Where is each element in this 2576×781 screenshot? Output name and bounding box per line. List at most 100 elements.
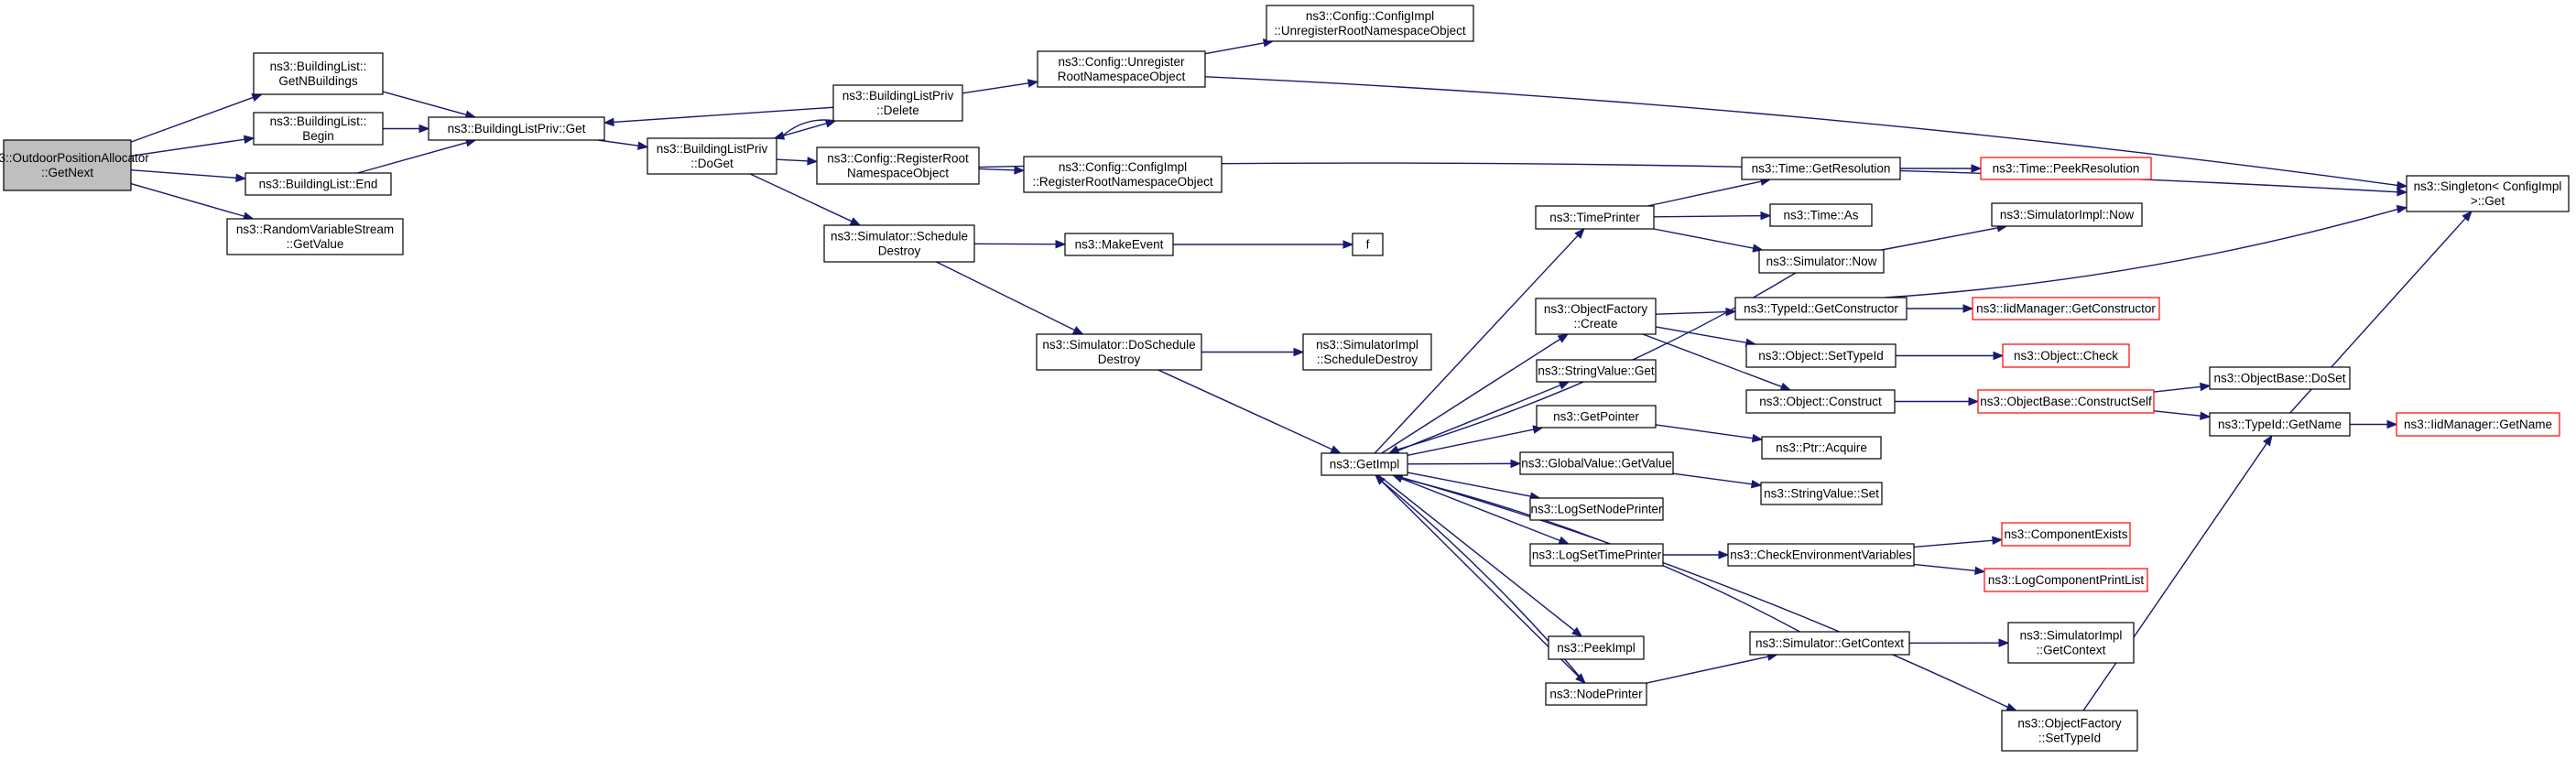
arrowhead xyxy=(807,157,819,166)
node-box xyxy=(1761,436,1882,460)
node-sim-schedule-destroy[interactable]: ns3::Simulator::ScheduleDestroy xyxy=(823,224,975,263)
arrowhead xyxy=(1557,333,1570,343)
node-ptr-acquire[interactable]: ns3::Ptr::Acquire xyxy=(1761,436,1882,460)
node-box xyxy=(1980,157,2152,180)
node-label: ns3::BuildingListPriv xyxy=(657,142,768,156)
node-blp-doget[interactable]: ns3::BuildingListPriv::DoGet xyxy=(647,137,777,175)
node-box xyxy=(1036,333,1202,371)
node-box xyxy=(1536,359,1657,383)
node-label: ns3::Simulator::Now xyxy=(1766,255,1877,268)
edge-objbase_constructself-to-objbase_doset xyxy=(2153,385,2202,393)
node-label: Begin xyxy=(302,129,334,143)
node-objfactory-settypeid[interactable]: ns3::ObjectFactory::SetTypeId xyxy=(2001,710,2138,752)
arrowhead xyxy=(1293,347,1305,357)
node-box xyxy=(1991,202,2143,227)
node-box xyxy=(1529,543,1664,567)
node-simimpl-getcontext[interactable]: ns3::SimulatorImpl::GetContext xyxy=(2007,622,2135,664)
node-simimpl-now[interactable]: ns3::SimulatorImpl::Now xyxy=(1991,202,2143,227)
node-box xyxy=(253,112,384,146)
node-blp-delete[interactable]: ns3::BuildingListPriv::Delete xyxy=(832,84,963,122)
node-label: ::RegisterRootNamespaceObject xyxy=(1032,175,1213,189)
node-label: ::UnregisterRootNamespaceObject xyxy=(1274,24,1466,38)
node-sim-now[interactable]: ns3::Simulator::Now xyxy=(1758,249,1885,274)
edge-getnbuildings-to-blp_get xyxy=(382,91,468,116)
node-checkenvvars[interactable]: ns3::CheckEnvironmentVariables xyxy=(1727,543,1915,567)
arrowhead xyxy=(1571,626,1583,637)
node-cfg-reg[interactable]: ns3::Config::RegisterRootNamespaceObject xyxy=(816,146,980,185)
node-logsetnodeprinter[interactable]: ns3::LogSetNodePrinter xyxy=(1529,497,1664,521)
edge-objfactory_create-to-object_settypeid xyxy=(1655,326,1748,344)
node-label: ns3::Object::Check xyxy=(2014,349,2118,363)
node-object-check[interactable]: ns3::Object::Check xyxy=(2002,343,2130,368)
node-blp-get[interactable]: ns3::BuildingListPriv::Get xyxy=(428,116,605,141)
node-begin[interactable]: ns3::BuildingList::Begin xyxy=(253,112,384,146)
node-sim-getcontext[interactable]: ns3::Simulator::GetContext xyxy=(1749,631,1910,656)
node-getpointer[interactable]: ns3::GetPointer xyxy=(1536,405,1657,428)
node-objfactory-create[interactable]: ns3::ObjectFactory::Create xyxy=(1535,298,1657,335)
node-globalvalue-getvalue[interactable]: ns3::GlobalValue::GetValue xyxy=(1519,451,1674,475)
arrowhead xyxy=(773,131,786,140)
node-box xyxy=(1545,682,1647,706)
node-cfg-unreg[interactable]: ns3::Config::UnregisterRootNamespaceObje… xyxy=(1037,50,1206,88)
arrowhead xyxy=(1998,638,2010,647)
edge-getimpl-to-logsettimeprinter xyxy=(1392,474,1561,542)
arrowhead xyxy=(849,217,862,226)
edge-sim_doschedule_destroy-to-getimpl xyxy=(1158,369,1333,450)
node-label: ns3::BuildingList:: xyxy=(270,60,367,73)
node-label: ns3::NodePrinter xyxy=(1549,688,1643,701)
node-box xyxy=(2209,412,2351,437)
node-logcomponentprintlist[interactable]: ns3::LogComponentPrintList xyxy=(1984,568,2148,592)
arrowhead xyxy=(603,117,614,127)
node-box xyxy=(1302,333,1432,371)
node-label: ns3::GetImpl xyxy=(1330,458,1400,472)
node-stringvalue-get[interactable]: ns3::StringValue::Get xyxy=(1536,359,1657,383)
node-simimpl-schedule-destroy[interactable]: ns3::SimulatorImpl::ScheduleDestroy xyxy=(1302,333,1432,371)
arrowhead xyxy=(636,141,649,150)
node-box xyxy=(2001,522,2131,547)
node-time-as[interactable]: ns3::Time::As xyxy=(1769,203,1873,227)
node-label: ::Delete xyxy=(876,103,919,117)
node-label: ns3::CheckEnvironmentVariables xyxy=(1730,548,1912,562)
node-typeid-getconstructor[interactable]: ns3::TypeId::GetConstructor xyxy=(1734,297,1908,320)
node-getimpl[interactable]: ns3::GetImpl xyxy=(1321,452,1408,476)
node-stringvalue-set[interactable]: ns3::StringValue::Set xyxy=(1760,482,1883,505)
node-object-settypeid[interactable]: ns3::Object::SetTypeId xyxy=(1745,343,1897,368)
node-nodeprinter[interactable]: ns3::NodePrinter xyxy=(1545,682,1647,706)
node-time-peekresolution[interactable]: ns3::Time::PeekResolution xyxy=(1980,157,2152,180)
edge-getnext-to-end xyxy=(130,169,238,179)
edge-blp_delete-to-cfg_unreg xyxy=(962,82,1030,94)
node-componentexists[interactable]: ns3::ComponentExists xyxy=(2001,522,2131,547)
node-box xyxy=(1769,203,1873,227)
node-end[interactable]: ns3::BuildingList::End xyxy=(245,172,392,196)
node-getnext[interactable]: ns3::OutdoorPositionAllocator::GetNext xyxy=(0,139,149,191)
node-singleton-get[interactable]: ns3::Singleton< ConfigImpl >::Get xyxy=(2406,175,2570,212)
node-label: ns3::TypeId::GetConstructor xyxy=(1744,302,1898,316)
node-makeevent[interactable]: ns3::MakeEvent xyxy=(1064,233,1174,256)
edge-typeid_getconstructor-to-singleton_get xyxy=(1885,208,2399,298)
node-iidmanager-getname[interactable]: ns3::IidManager::GetName xyxy=(2396,412,2560,437)
arrowhead xyxy=(1574,228,1585,239)
node-time-getresolution[interactable]: ns3::Time::GetResolution xyxy=(1741,157,1901,180)
node-cfgimpl-unreg[interactable]: ns3::Config::ConfigImpl::UnregisterRootN… xyxy=(1266,5,1474,42)
node-box xyxy=(1749,631,1910,656)
node-cfgimpl-reg[interactable]: ns3::Config::ConfigImpl::RegisterRootNam… xyxy=(1023,156,1223,193)
edge-getimpl-to-objfactory_settypeid xyxy=(1393,474,2009,709)
node-objbase-doset[interactable]: ns3::ObjectBase::DoSet xyxy=(2209,366,2351,390)
node-label: ns3::Ptr::Acquire xyxy=(1776,441,1867,455)
node-label: ns3::IidManager::GetConstructor xyxy=(1976,302,2156,316)
node-iidmanager-getconstructor[interactable]: ns3::IidManager::GetConstructor xyxy=(1972,297,2160,320)
node-f[interactable]: f xyxy=(1352,233,1384,256)
node-rvs-getvalue[interactable]: ns3::RandomVariableStream::GetValue xyxy=(226,218,404,255)
node-objbase-constructself[interactable]: ns3::ObjectBase::ConstructSelf xyxy=(1977,389,2155,414)
node-peekimpl[interactable]: ns3::PeekImpl xyxy=(1548,635,1645,660)
node-label: ns3::Time::As xyxy=(1783,209,1858,222)
node-getnbuildings[interactable]: ns3::BuildingList::GetNBuildings xyxy=(253,52,384,95)
node-typeid-getname[interactable]: ns3::TypeId::GetName xyxy=(2209,412,2351,437)
node-logsettimeprinter[interactable]: ns3::LogSetTimePrinter xyxy=(1529,543,1664,567)
edge-timeprinter-to-time_as xyxy=(1653,214,1763,218)
edge-cfg_reg-to-cfgimpl_reg xyxy=(978,168,1016,171)
node-timeprinter[interactable]: ns3::TimePrinter xyxy=(1535,205,1655,230)
node-object-construct[interactable]: ns3::Object::Construct xyxy=(1745,389,1896,414)
